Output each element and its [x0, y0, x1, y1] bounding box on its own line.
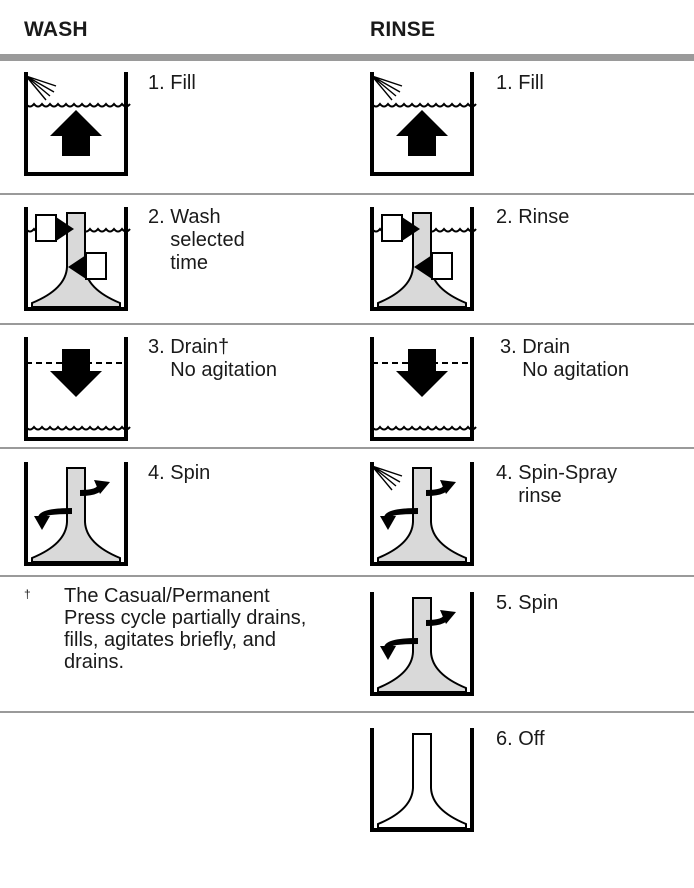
spin-tank-icon	[20, 460, 132, 572]
spin-tank-icon	[366, 590, 478, 702]
fill-tank-icon	[366, 70, 478, 182]
row-divider	[0, 575, 694, 577]
wash-step-fill-label: 1. Fill	[148, 72, 196, 94]
wash-step-spin-label: 4. Spin	[148, 462, 211, 484]
rinse-step-rinse-label: 2. Rinse	[496, 206, 570, 228]
footnote: † The Casual/Permanent Press cycle parti…	[24, 585, 324, 673]
header-divider	[0, 54, 694, 61]
rinse-column-header: RINSE	[370, 18, 436, 41]
wash-step-wash-label: 2. Wash selected time	[148, 206, 245, 274]
rinse-step-fill-label: 1. Fill	[496, 72, 544, 94]
agitate-tank-icon	[366, 205, 478, 317]
wash-column-header: WASH	[24, 18, 88, 41]
row-divider	[0, 323, 694, 325]
rinse-step-spin-spray-label: 4. Spin-Spray rinse	[496, 462, 618, 507]
off-tank-icon	[366, 726, 478, 838]
rinse-step-off-label: 6. Off	[496, 728, 545, 750]
agitate-tank-icon	[20, 205, 132, 317]
drain-tank-icon	[366, 335, 478, 447]
footnote-text: The Casual/Permanent Press cycle partial…	[64, 585, 307, 673]
footnote-mark: †	[24, 587, 31, 601]
spin-spray-tank-icon	[366, 460, 478, 572]
wash-step-drain-label: 3. Drain† No agitation	[148, 336, 277, 381]
row-divider	[0, 193, 694, 195]
fill-tank-icon	[20, 70, 132, 182]
drain-tank-icon	[20, 335, 132, 447]
rinse-step-spin-label: 5. Spin	[496, 592, 559, 614]
rinse-step-drain-label: 3. Drain No agitation	[500, 336, 629, 381]
row-divider	[0, 447, 694, 449]
row-divider	[0, 711, 694, 713]
